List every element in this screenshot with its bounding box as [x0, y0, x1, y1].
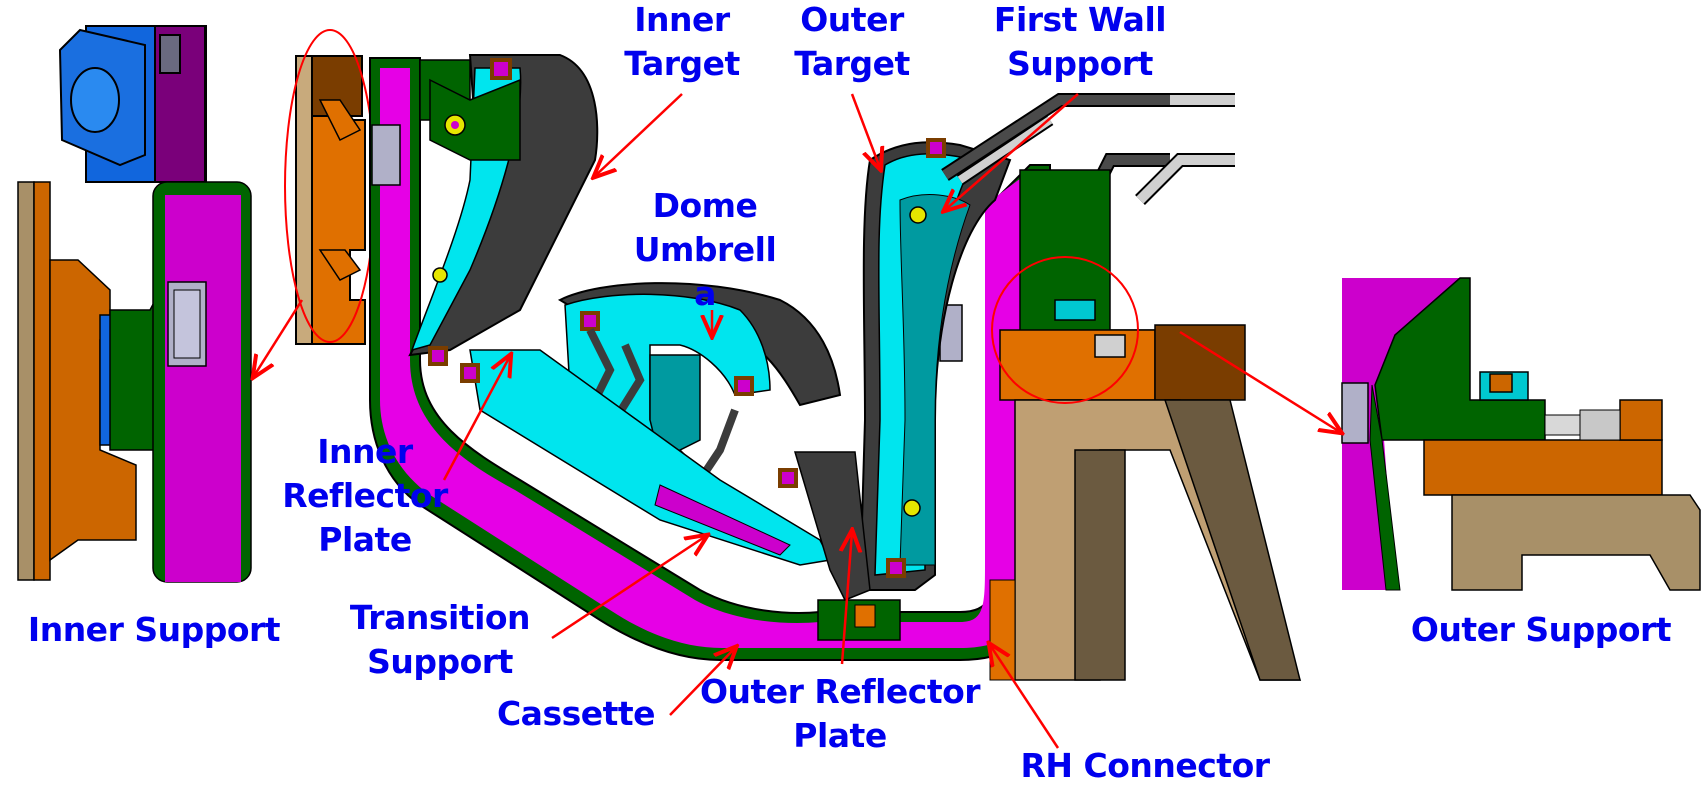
label-outer-reflector-plate: Outer Reflector Plate	[690, 670, 990, 758]
label-transition-support-line1: Transition	[349, 598, 531, 637]
label-outer-reflector-line1: Outer Reflector	[699, 672, 981, 711]
arrow-outer-support	[1179, 330, 1340, 432]
label-outer-support-text: Outer Support	[1410, 610, 1672, 649]
label-inner-target: Inner Target	[618, 0, 746, 86]
inner-support-detail	[17, 181, 252, 583]
label-outer-support: Outer Support	[1396, 608, 1686, 652]
label-dome-umbrella-line3: a	[694, 274, 716, 313]
label-first-wall-support: First Wall Support	[980, 0, 1180, 86]
label-rh-connector: RH Connector	[1010, 744, 1280, 788]
label-outer-reflector-line2: Plate	[793, 716, 887, 755]
label-cassette: Cassette	[486, 692, 666, 736]
arrow-inner-target	[595, 93, 683, 176]
inner-target	[408, 54, 599, 357]
arrow-inner-reflector	[442, 356, 510, 481]
arrow-inner-support	[254, 299, 304, 376]
label-cassette-text: Cassette	[496, 694, 656, 733]
label-transition-support-line2: Support	[367, 642, 513, 681]
arrow-outer-target	[850, 93, 880, 168]
label-inner-target-line2: Target	[624, 44, 740, 83]
outer-support-structure	[989, 169, 1302, 681]
outer-target	[793, 138, 1012, 601]
label-inner-target-line1: Inner	[634, 0, 730, 39]
arrow-outer-reflector	[842, 532, 852, 665]
arrow-cassette	[669, 648, 735, 716]
leader-arrows	[254, 93, 1340, 749]
label-first-wall-support-line2: Support	[1007, 44, 1153, 83]
arrow-rh-connector	[990, 645, 1060, 749]
label-transition-support: Transition Support	[340, 596, 540, 684]
label-inner-reflector-line3: Plate	[318, 520, 412, 559]
label-outer-target-line2: Target	[794, 44, 910, 83]
label-outer-target: Outer Target	[784, 0, 920, 86]
outer-support-detail	[1341, 277, 1701, 591]
arrow-transition-support	[551, 536, 706, 640]
label-outer-target-line1: Outer	[800, 0, 904, 39]
label-dome-umbrella: Dome Umbrell a	[620, 184, 790, 316]
label-rh-connector-text: RH Connector	[1020, 746, 1270, 785]
label-inner-reflector-plate: Inner Reflector Plate	[270, 430, 460, 562]
label-dome-umbrella-line1: Dome	[652, 186, 758, 225]
arrow-first-wall-support	[945, 93, 1079, 210]
label-inner-support: Inner Support	[14, 608, 294, 652]
label-first-wall-support-line1: First Wall	[993, 0, 1167, 39]
label-inner-reflector-line2: Reflector	[282, 476, 448, 515]
inner-support-circled	[284, 29, 376, 345]
inner-support-inset-top	[58, 25, 207, 183]
label-dome-umbrella-line2: Umbrell	[633, 230, 777, 269]
label-inner-support-text: Inner Support	[27, 610, 281, 649]
label-inner-reflector-line1: Inner	[317, 432, 413, 471]
